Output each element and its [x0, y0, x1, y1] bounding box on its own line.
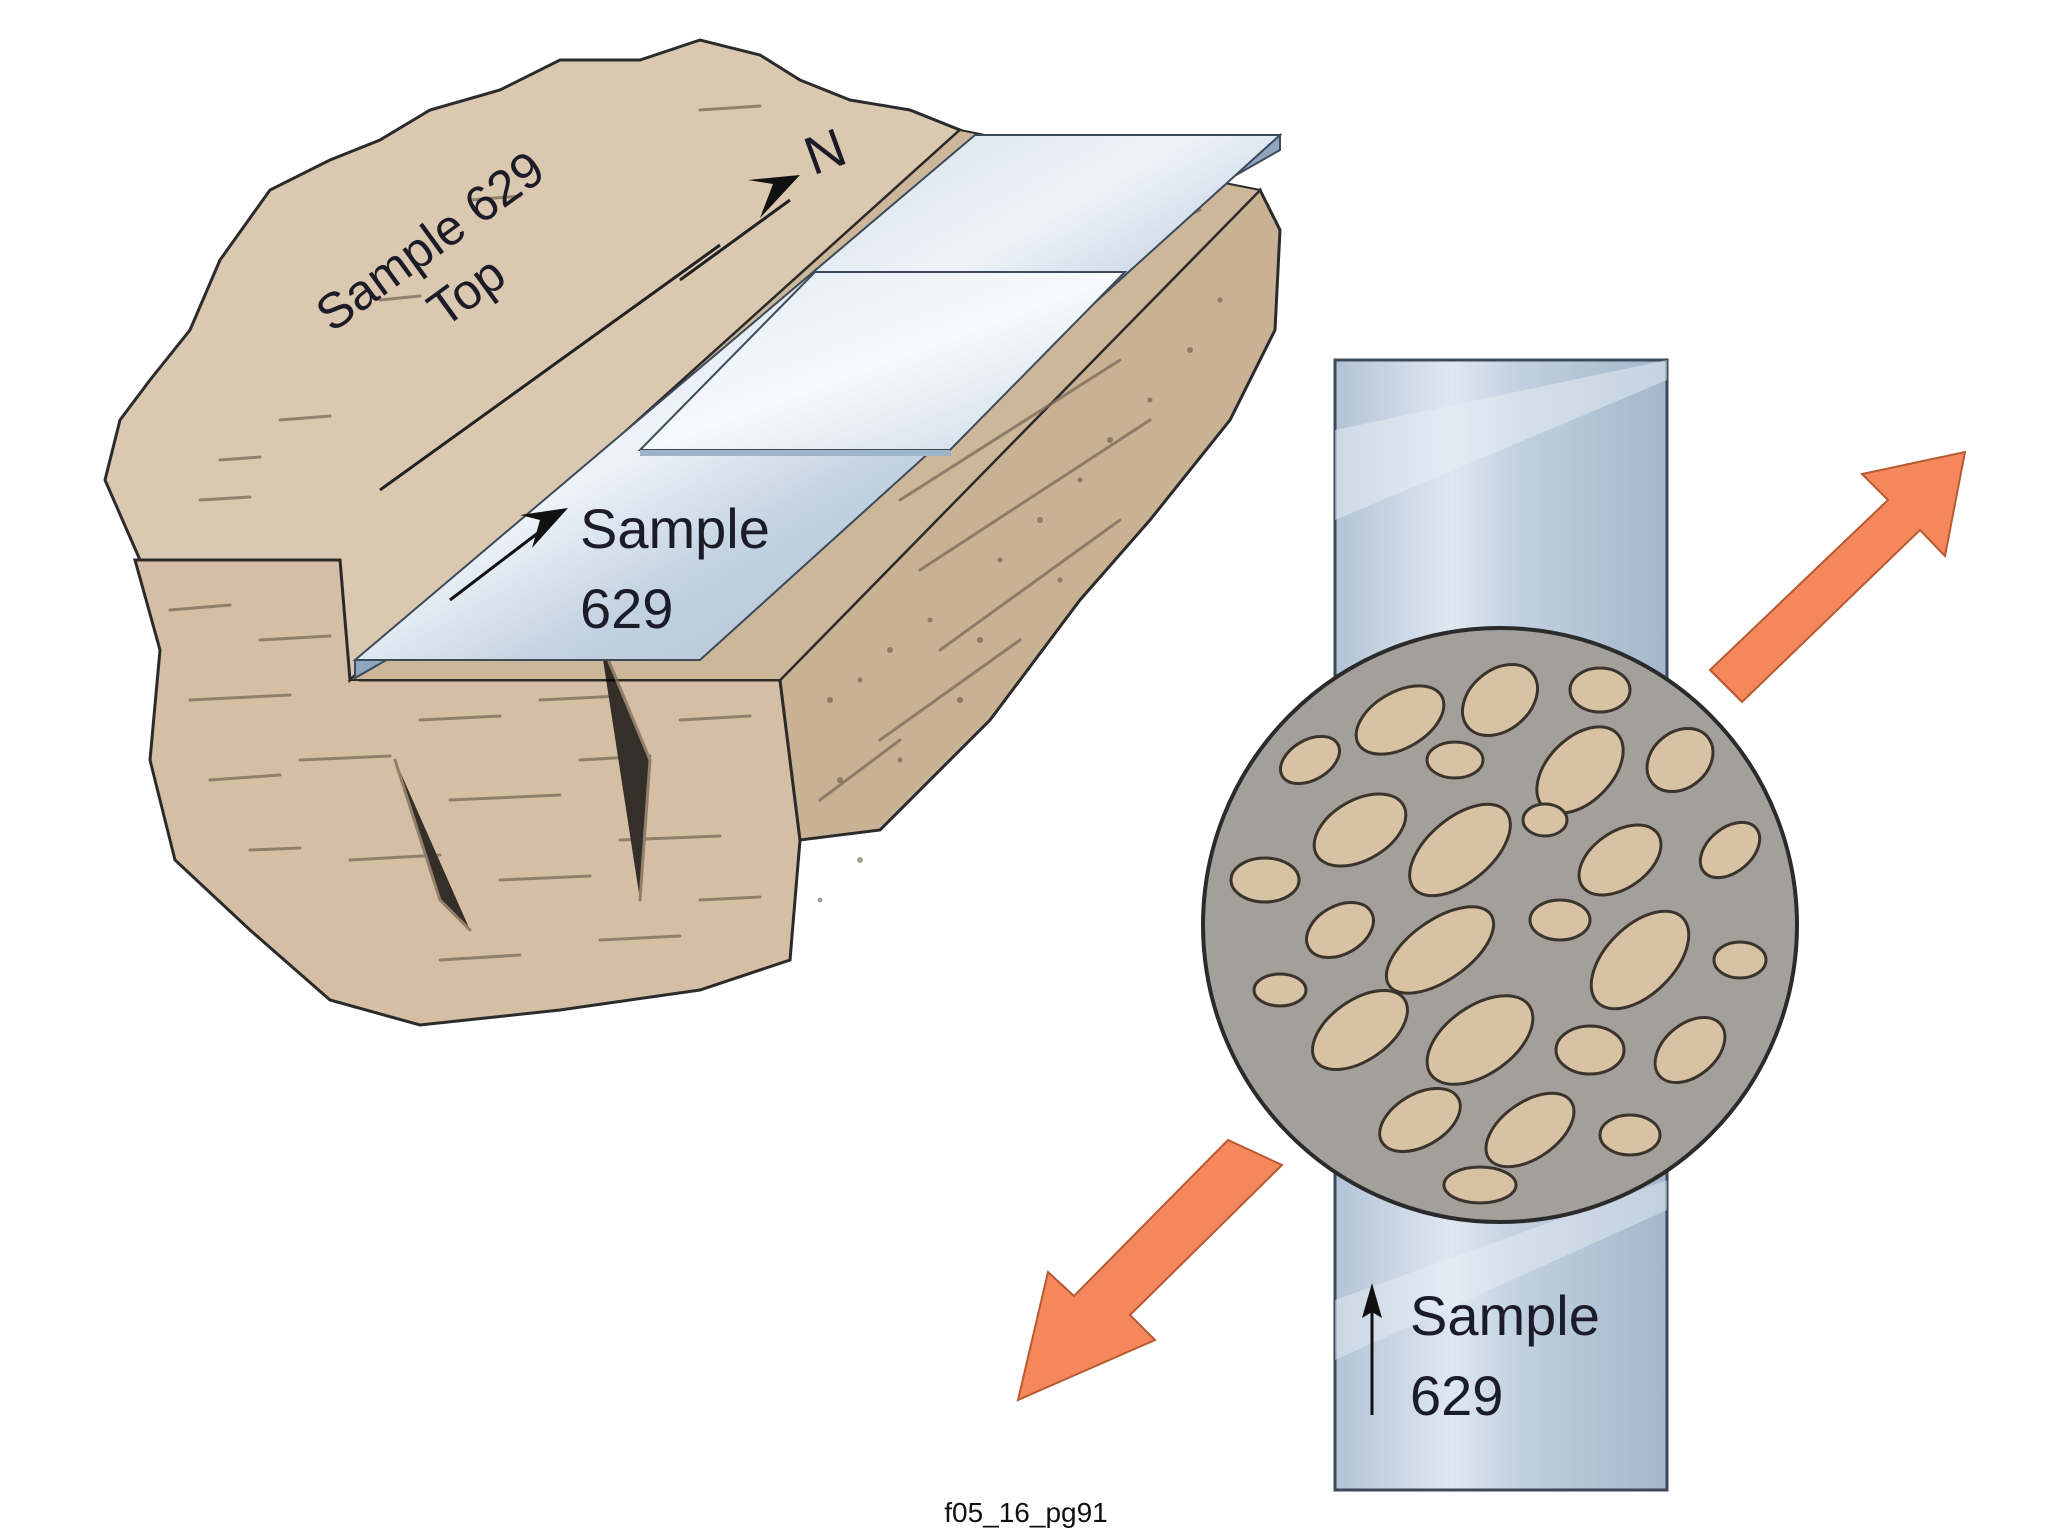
thin-section-label: Sample 629 — [1410, 1284, 1600, 1427]
north-arrow-icon — [679, 175, 800, 282]
stress-arrow-icon — [1016, 1138, 1284, 1402]
rock-top-face — [103, 38, 963, 684]
mineral-grains — [1229, 663, 1768, 1205]
stress-arrow-lower — [1016, 1138, 1284, 1402]
slide-label-line2: 629 — [580, 577, 673, 640]
orientation-arrow-icon — [1362, 1283, 1382, 1415]
slide-label-line1: Sample — [580, 497, 770, 560]
rock-scribe-line — [379, 243, 721, 492]
stress-arrow-icon — [1708, 450, 1967, 704]
thin-section-label-line1: Sample — [1410, 1284, 1600, 1347]
orientation-arrow-icon — [449, 508, 568, 602]
stress-arrow-upper — [1708, 450, 1967, 704]
rock-side-face — [778, 187, 1282, 842]
figure-caption: f05_16_pg91 — [944, 1497, 1108, 1528]
thin-section-label-line2: 629 — [1410, 1364, 1503, 1427]
glass-slide — [352, 133, 1283, 680]
rock-speckle — [817, 297, 1223, 903]
magnified-thin-section — [1201, 626, 1799, 1224]
slide-label: Sample 629 — [580, 497, 770, 640]
